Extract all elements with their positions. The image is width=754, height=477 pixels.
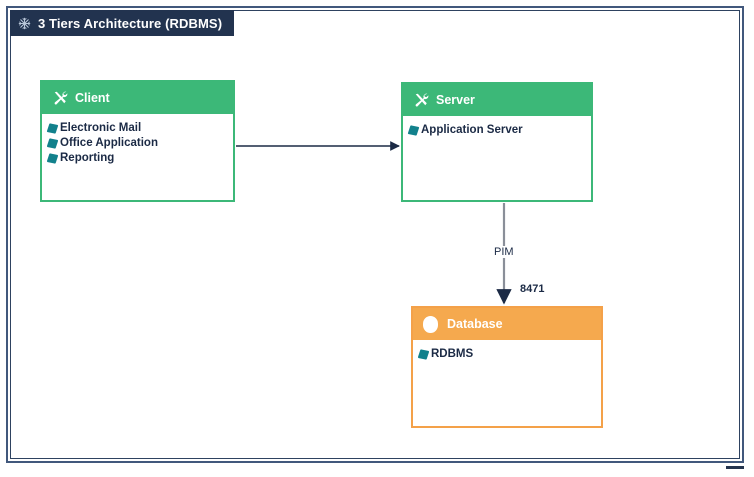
node-server[interactable]: Server Application Server bbox=[401, 82, 593, 202]
list-item-label: RDBMS bbox=[431, 348, 474, 360]
page-title: 3 Tiers Architecture (RDBMS) bbox=[38, 15, 223, 31]
list-item[interactable]: Reporting bbox=[46, 151, 233, 166]
node-server-header: Server bbox=[403, 84, 591, 116]
node-client[interactable]: Client Electronic Mail Office Applicatio… bbox=[40, 80, 235, 202]
bullet-diamond-icon bbox=[46, 138, 59, 149]
corner-resize-mark bbox=[726, 466, 744, 469]
list-item-label: Electronic Mail bbox=[60, 122, 142, 134]
connector-label-port: 8471 bbox=[518, 283, 547, 295]
bullet-diamond-icon bbox=[417, 349, 430, 360]
list-item-label: Office Application bbox=[60, 137, 158, 149]
list-item-label: Application Server bbox=[421, 124, 523, 136]
node-client-body: Electronic Mail Office Application Repor… bbox=[42, 114, 233, 200]
page-frame-outer bbox=[6, 6, 744, 463]
page-title-tab[interactable]: 3 Tiers Architecture (RDBMS) bbox=[10, 10, 235, 36]
node-server-body: Application Server bbox=[403, 116, 591, 200]
tools-icon bbox=[54, 91, 68, 105]
connector-label-pim: PIM bbox=[492, 246, 516, 258]
bullet-diamond-icon bbox=[407, 125, 420, 136]
node-database-header: Database bbox=[413, 308, 601, 340]
node-database-title: Database bbox=[447, 317, 503, 331]
list-item-label: Reporting bbox=[60, 152, 115, 164]
list-item[interactable]: Application Server bbox=[407, 123, 591, 138]
tools-icon bbox=[415, 93, 429, 107]
list-item[interactable]: Electronic Mail bbox=[46, 121, 233, 136]
node-database[interactable]: Database RDBMS bbox=[411, 306, 603, 428]
bullet-diamond-icon bbox=[46, 123, 59, 134]
snowflake-icon bbox=[18, 17, 31, 29]
node-database-body: RDBMS bbox=[413, 340, 601, 426]
list-item[interactable]: RDBMS bbox=[417, 347, 601, 362]
node-client-header: Client bbox=[42, 82, 233, 114]
node-server-title: Server bbox=[436, 93, 475, 107]
bullet-diamond-icon bbox=[46, 153, 59, 164]
database-circle-icon bbox=[423, 315, 438, 333]
page-frame-inner bbox=[10, 10, 740, 459]
node-client-title: Client bbox=[75, 91, 110, 105]
list-item[interactable]: Office Application bbox=[46, 136, 233, 151]
